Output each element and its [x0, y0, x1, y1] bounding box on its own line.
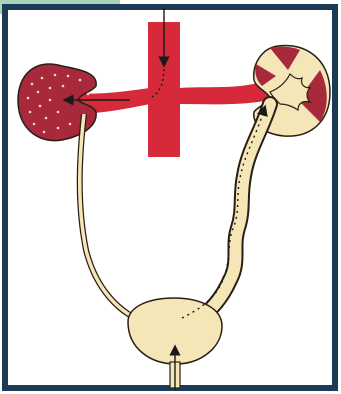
urinary-reflux-diagram — [0, 0, 341, 394]
diagram-canvas — [0, 0, 341, 394]
